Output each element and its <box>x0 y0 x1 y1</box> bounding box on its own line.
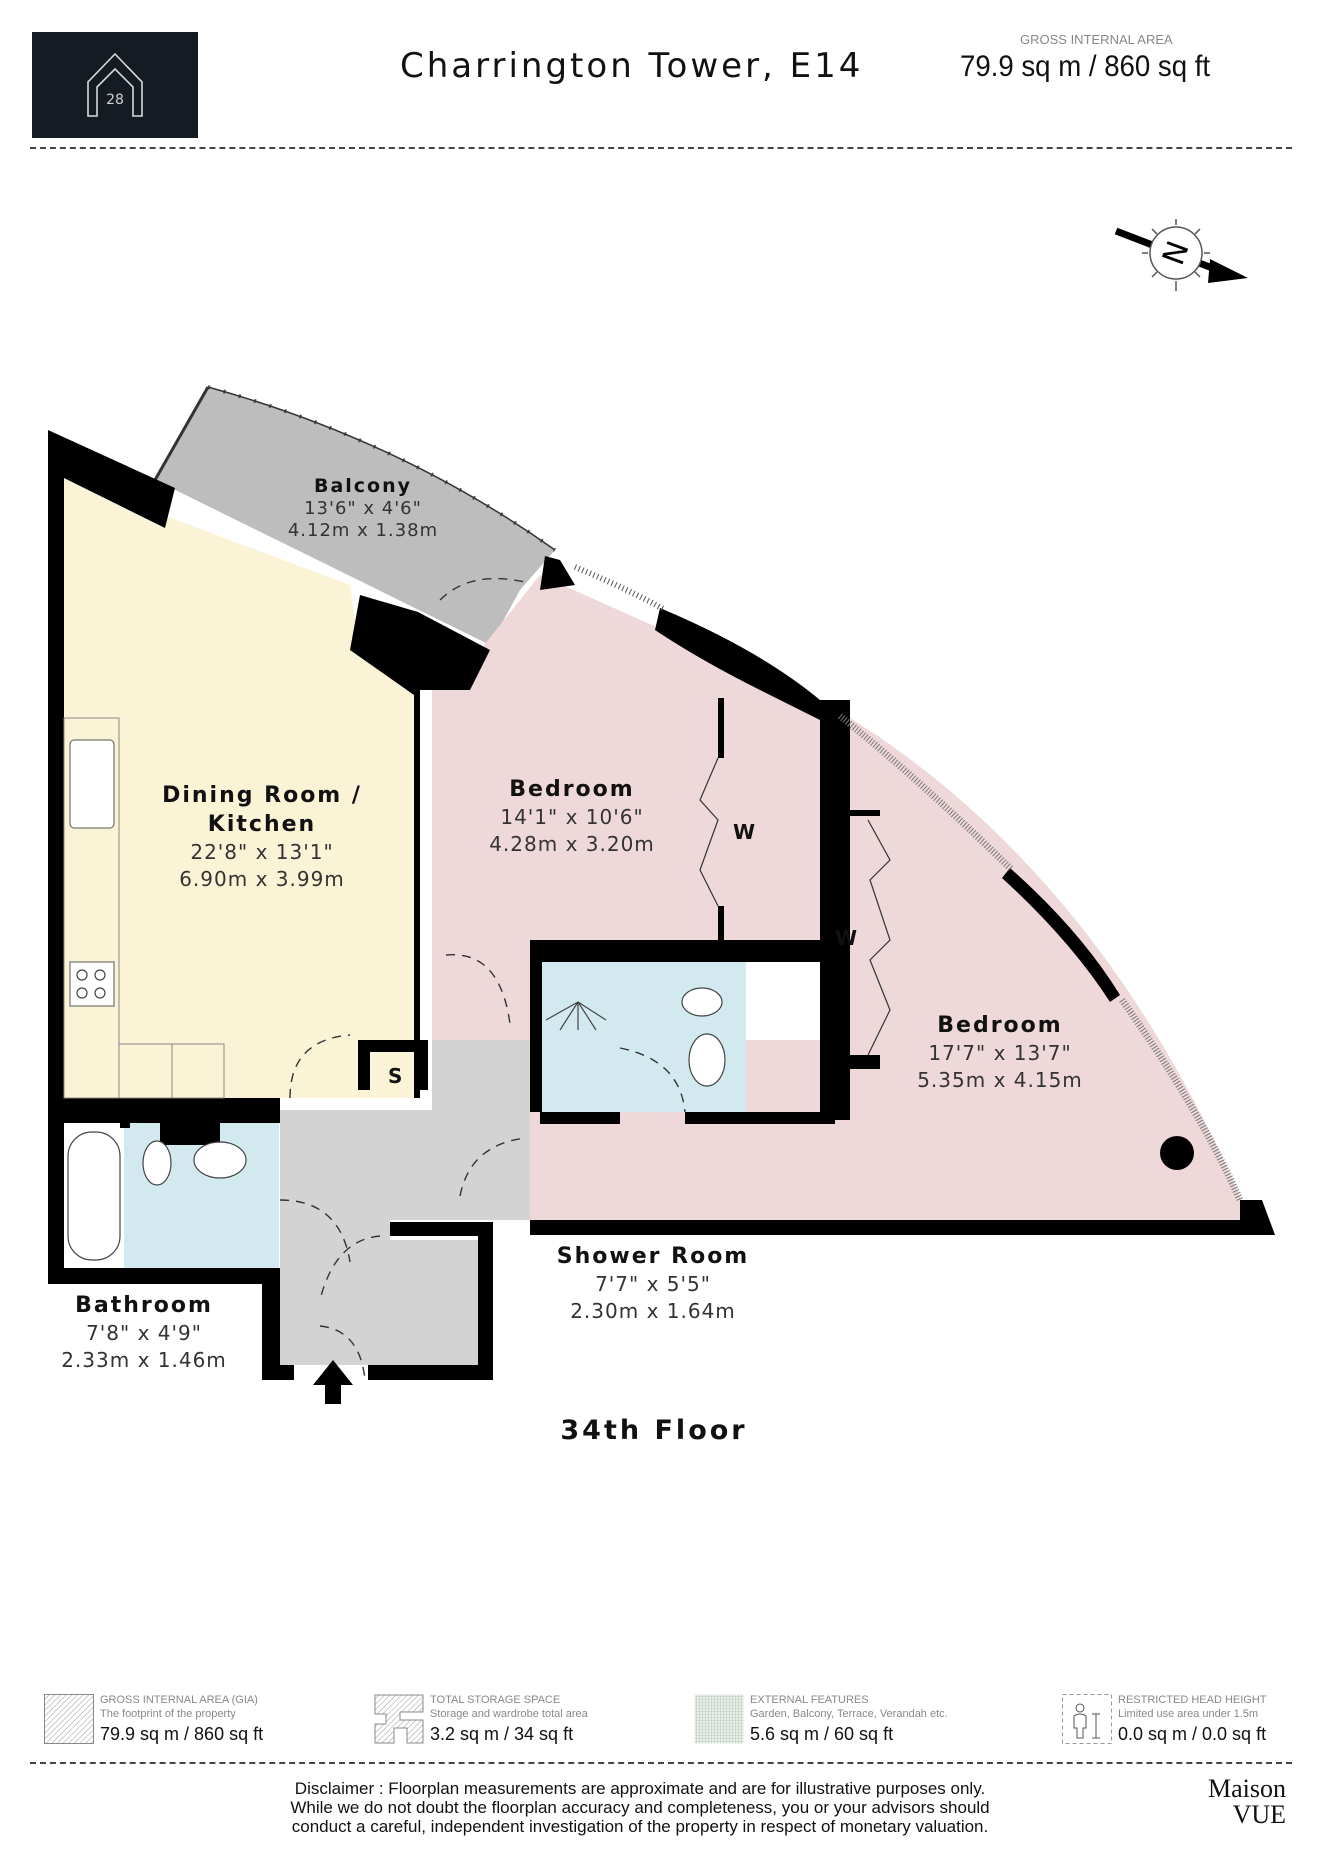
disclaimer: Disclaimer : Floorplan measurements are … <box>290 1779 990 1836</box>
balcony-area <box>155 387 555 645</box>
walls <box>48 430 1275 1380</box>
logo-number: 28 <box>106 92 124 108</box>
room-label-bedroom-1: Bedroom 14'1" x 10'6" 4.28m x 3.20m <box>489 777 655 856</box>
room-label-bedroom-2: Bedroom 17'7" x 13'7" 5.35m x 4.15m <box>917 1013 1083 1092</box>
storage-marker: S <box>388 1064 405 1088</box>
wardrobe-marker-2: W <box>835 926 860 950</box>
person-height-icon <box>1062 1694 1112 1744</box>
hatched-area-icon <box>44 1694 94 1744</box>
house-logo-icon <box>87 52 143 117</box>
footer-divider <box>30 1762 1292 1764</box>
room-label-balcony: Balcony 13'6" x 4'6" 4.12m x 1.38m <box>287 475 439 541</box>
gia-header-value: 79.9 sq m / 860 sq ft <box>960 50 1211 83</box>
room-label-bathroom: Bathroom 7'8" x 4'9" 2.33m x 1.46m <box>61 1293 227 1372</box>
bedroom2-area <box>530 700 1250 1220</box>
hallway-area <box>280 1040 530 1365</box>
storage-hatch-icon <box>374 1694 424 1744</box>
floor-plan <box>48 385 1275 1404</box>
room-label-shower-room: Shower Room 7'7" x 5'5" 2.30m x 1.64m <box>556 1244 750 1323</box>
gia-header-label: GROSS INTERNAL AREA <box>1020 32 1173 47</box>
property-title: Charrington Tower, E14 <box>400 46 864 86</box>
brand-logo: Maison VUE <box>1208 1774 1286 1829</box>
wardrobe-marker-1: W <box>733 820 758 844</box>
floor-label: 34th Floor <box>560 1415 748 1446</box>
entrance-arrow-icon <box>313 1360 353 1404</box>
header-divider <box>30 147 1292 149</box>
north-arrow-icon: N <box>1114 219 1248 291</box>
column-pillar <box>1160 1136 1194 1170</box>
grid-area-icon <box>694 1694 744 1744</box>
agency-logo: 28 <box>32 32 198 138</box>
room-label-kitchen: Dining Room / Kitchen 22'8" x 13'1" 6.90… <box>162 783 362 891</box>
kitchen-area <box>64 478 420 1098</box>
